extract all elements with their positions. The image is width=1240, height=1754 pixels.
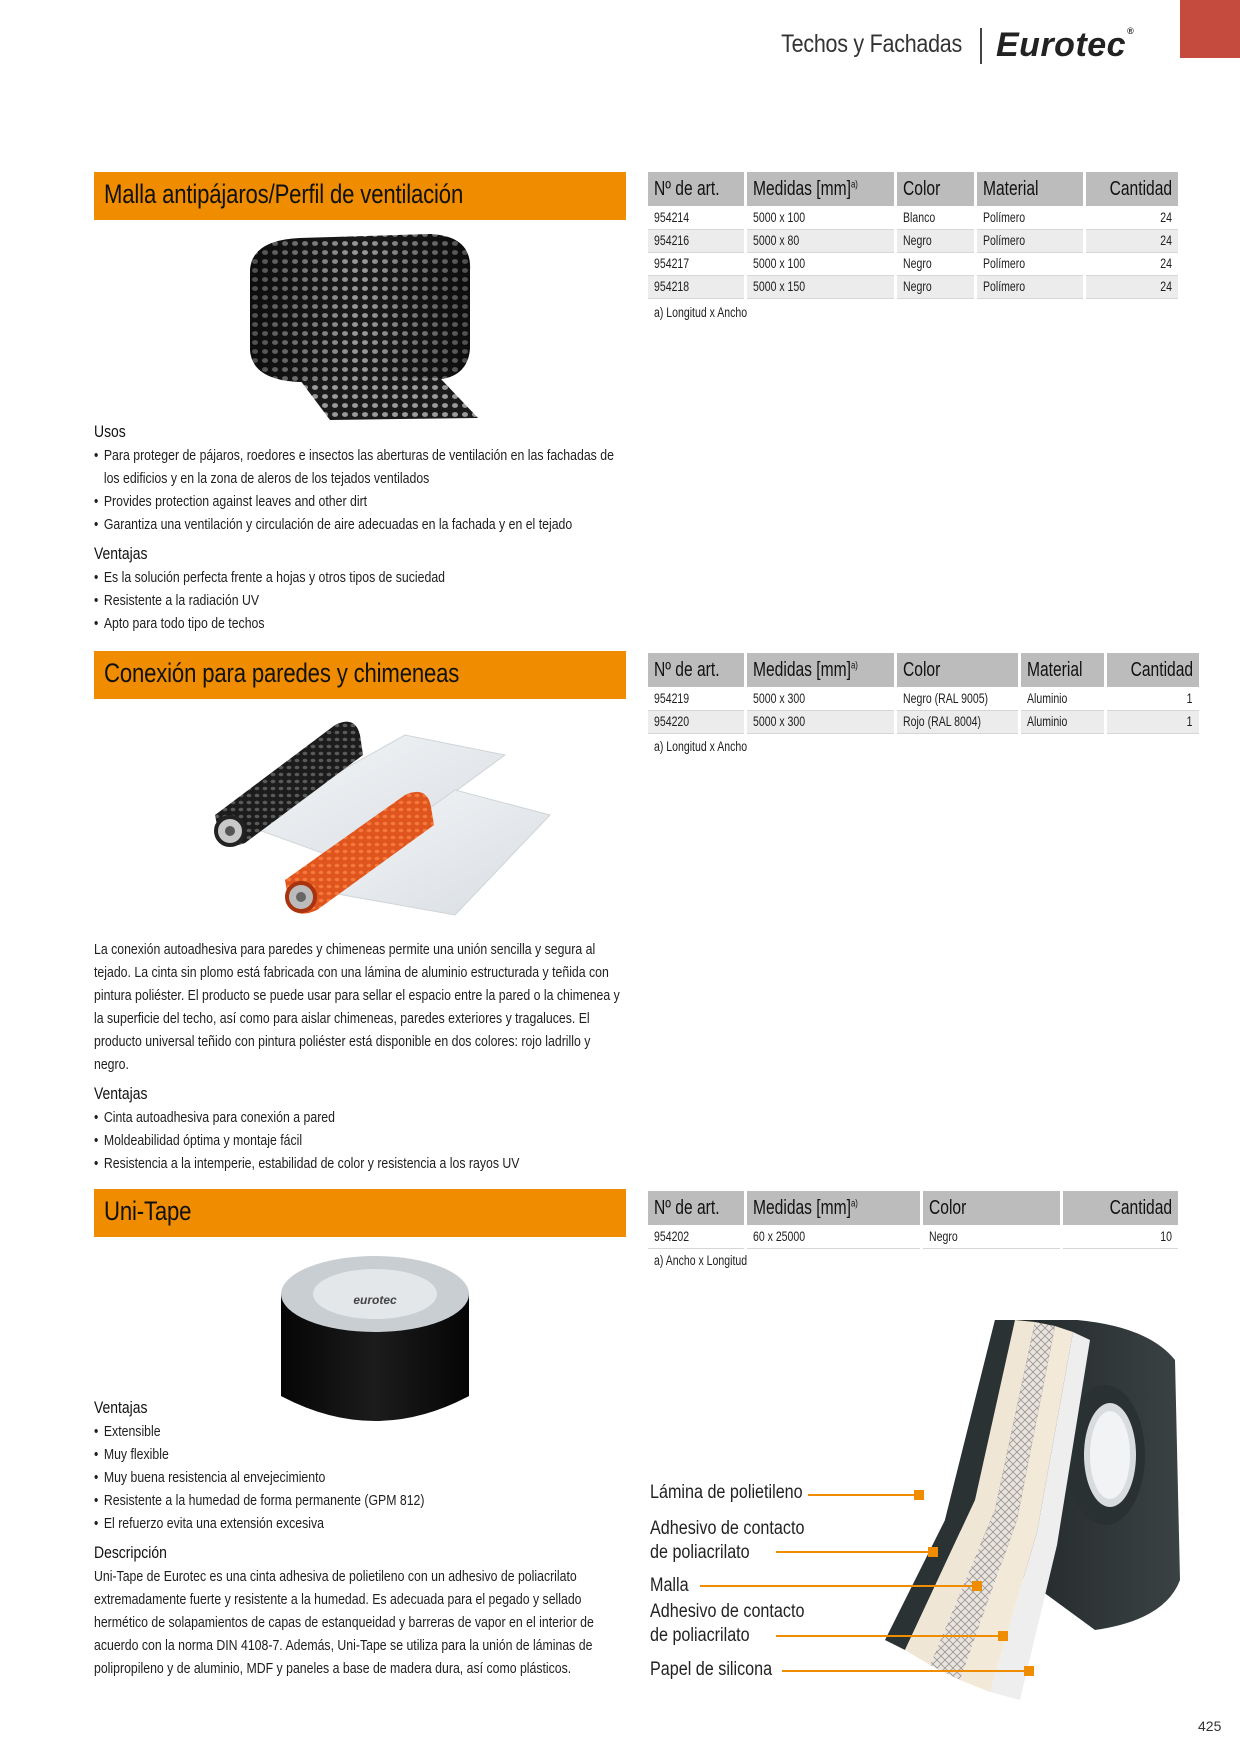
col-header: Color <box>893 172 976 206</box>
col-header: Nº de art. <box>648 172 746 206</box>
uses-heading: Usos <box>94 422 126 441</box>
col-header: Medidas [mm]a) <box>744 172 896 206</box>
eurotec-logo: Eurotec® <box>996 26 1134 65</box>
table-row: 954220 5000 x 300 Rojo (RAL 8004) Alumin… <box>648 710 1199 734</box>
col-header: Cantidad <box>1103 653 1199 687</box>
section-title: Uni-Tape <box>104 1196 192 1226</box>
list-item: Cinta autoadhesiva para conexión a pared <box>94 1106 624 1129</box>
list-item: El refuerzo evita una extensión excesiva <box>94 1512 624 1535</box>
list-item: Garantiza una ventilación y circulación … <box>94 513 624 536</box>
leader-line <box>782 1666 1034 1676</box>
col-header: Cantidad <box>1060 1191 1178 1225</box>
col-header: Material <box>974 172 1085 206</box>
col-header: Medidas [mm]a) <box>744 653 896 687</box>
list-item: Apto para todo tipo de techos <box>94 612 624 635</box>
product-table: Nº de art. Medidas [mm]a) Color Cantidad… <box>648 1191 1178 1249</box>
logo-text: Eurotec <box>996 26 1127 64</box>
list-item: Extensible <box>94 1420 624 1443</box>
product-table: Nº de art. Medidas [mm]a) Color Material… <box>648 172 1178 299</box>
layer-label: Lámina de polietileno <box>650 1482 803 1503</box>
col-header: Nº de art. <box>648 653 746 687</box>
mesh-roll-image <box>250 234 478 420</box>
section-title-bar: Uni-Tape <box>94 1189 626 1237</box>
table-footnote: a) Longitud x Ancho <box>654 305 748 320</box>
col-header: Color <box>920 1191 1062 1225</box>
list-item: Resistente a la radiación UV <box>94 589 624 612</box>
section-description: Uni-Tape de Eurotec es una cinta adhesiv… <box>94 1568 594 1677</box>
col-header: Material <box>1017 653 1106 687</box>
unitape-text-block: Ventajas Extensible Muy flexible Muy bue… <box>94 1392 624 1680</box>
list-item: Resistente a la humedad de forma permane… <box>94 1489 624 1512</box>
section-title-bar: Malla antipájaros/Perfil de ventilación <box>94 172 626 220</box>
tape-brand-label: eurotec <box>353 1293 397 1307</box>
leader-line <box>776 1547 938 1557</box>
col-header: Color <box>893 653 1020 687</box>
leader-line <box>776 1631 1008 1641</box>
page-number: 425 <box>1198 1718 1222 1734</box>
col-header: Nº de art. <box>648 1191 746 1225</box>
table-row: 954217 5000 x 100 Negro Polímero 24 <box>648 252 1178 276</box>
header-separator <box>980 28 982 64</box>
list-item: Provides protection against leaves and o… <box>94 490 624 513</box>
leader-line <box>808 1490 924 1500</box>
list-item: Muy buena resistencia al envejecimiento <box>94 1466 624 1489</box>
table-footnote: a) Longitud x Ancho <box>654 739 748 754</box>
list-item: Es la solución perfecta frente a hojas y… <box>94 566 624 589</box>
table-row: 954202 60 x 25000 Negro 10 <box>648 1225 1178 1249</box>
product-table: Nº de art. Medidas [mm]a) Color Material… <box>648 653 1199 734</box>
table-footnote: a) Ancho x Longitud <box>654 1253 748 1268</box>
section-description: La conexión autoadhesiva para paredes y … <box>94 941 620 1073</box>
section-title: Malla antipájaros/Perfil de ventilación <box>104 179 464 209</box>
tape-layers-diagram <box>885 1320 1180 1700</box>
uses-block: Usos Para proteger de pájaros, roedores … <box>94 416 624 635</box>
header-title: Techos y Fachadas <box>781 30 962 58</box>
table-row: 954219 5000 x 300 Negro (RAL 9005) Alumi… <box>648 687 1199 711</box>
advantages-heading: Ventajas <box>94 1398 148 1417</box>
registered-mark: ® <box>1127 26 1135 36</box>
col-header: Cantidad <box>1082 172 1178 206</box>
description-heading: Descripción <box>94 1543 167 1562</box>
leader-line <box>700 1581 982 1591</box>
table-row: 954216 5000 x 80 Negro Polímero 24 <box>648 229 1178 253</box>
layer-label: Papel de silicona <box>650 1659 773 1680</box>
table-row: 954214 5000 x 100 Blanco Polímero 24 <box>648 206 1178 230</box>
section-title-bar: Conexión para paredes y chimeneas <box>94 651 626 699</box>
list-item: Muy flexible <box>94 1443 624 1466</box>
list-item: Moldeabilidad óptima y montaje fácil <box>94 1129 624 1152</box>
table-row: 954218 5000 x 150 Negro Polímero 24 <box>648 275 1178 299</box>
layer-label: Malla <box>650 1575 689 1596</box>
section-title: Conexión para paredes y chimeneas <box>104 658 460 688</box>
col-header: Medidas [mm]a) <box>744 1191 922 1225</box>
chimney-rolls-image <box>214 721 551 916</box>
advantages-heading: Ventajas <box>94 1084 148 1103</box>
list-item: Resistencia a la intemperie, estabilidad… <box>94 1152 624 1175</box>
advantages-heading: Ventajas <box>94 544 148 563</box>
chimney-text-block: La conexión autoadhesiva para paredes y … <box>94 938 624 1175</box>
chapter-tab <box>1180 0 1240 58</box>
unitape-roll-image: eurotec <box>281 1256 469 1421</box>
list-item: Para proteger de pájaros, roedores e ins… <box>94 444 624 490</box>
